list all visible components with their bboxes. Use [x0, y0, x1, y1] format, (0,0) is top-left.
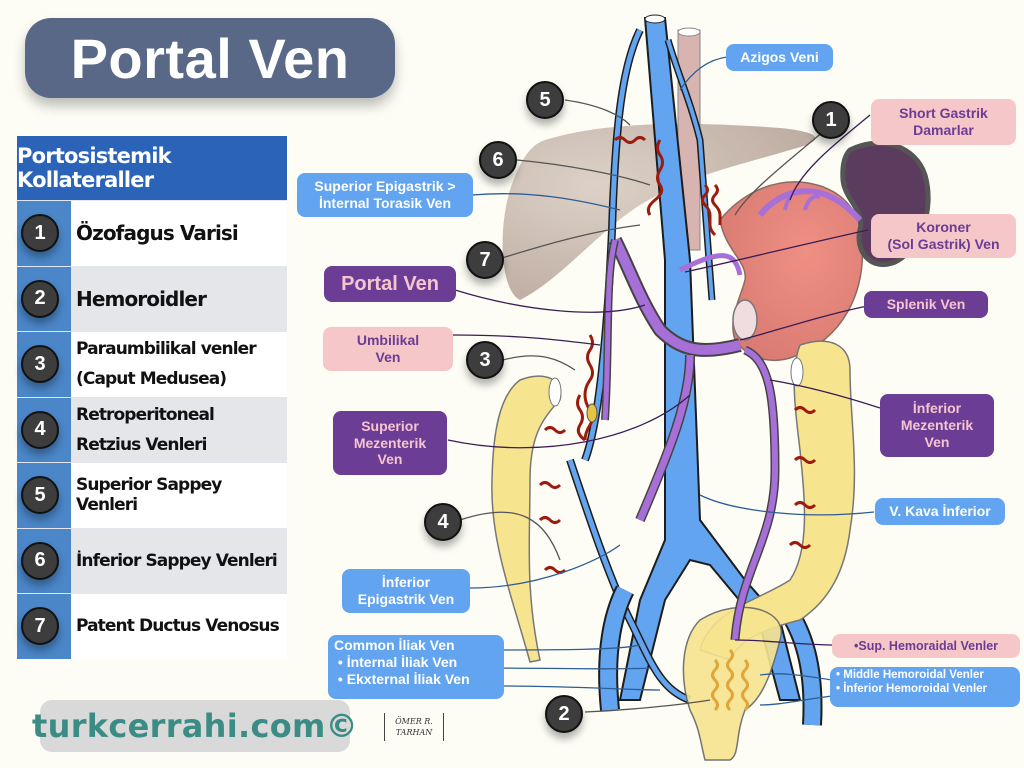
number-badge: 7	[21, 607, 59, 645]
legend-label: Hemoroidler	[71, 266, 287, 331]
diagram-badge-4: 4	[424, 503, 462, 541]
label-sup-hemoroidal-venler: • Sup. Hemoraidal Venler	[832, 634, 1020, 658]
number-badge: 4	[21, 410, 59, 449]
number-badge: 5	[21, 476, 59, 514]
website-watermark: turkcerrahi.com©	[32, 700, 358, 752]
number-badge: 2	[21, 279, 59, 318]
legend-row: 6 İnferior Sappey Venleri	[17, 527, 287, 593]
legend-label-line: Paraumbilikal venler	[76, 339, 257, 360]
label-superior-epigastrik: Superior Epigastrik >İnternal Torasik Ve…	[297, 173, 473, 217]
collateral-vessels	[538, 136, 817, 574]
diagram-badge-3: 3	[466, 341, 504, 379]
diagram-badge-7: 7	[466, 241, 504, 279]
legend-row: 7 Patent Ductus Venosus	[17, 593, 287, 659]
legend-row: 1 Özofagus Varisi	[17, 200, 287, 266]
label-common-iliak: Common İliak Ven	[334, 637, 455, 653]
label-koroner-ven: Koroner(Sol Gastrik) Ven	[871, 214, 1016, 258]
diagram-badge-1: 1	[812, 101, 850, 139]
label-external-iliak: • Ekxternal İliak Ven	[334, 670, 470, 687]
legend-header: Portosistemik Kollateraller	[17, 136, 287, 200]
hemorrhoidal-vessels	[711, 648, 749, 712]
stomach-pylorus	[732, 299, 758, 341]
coronary-vein	[678, 253, 743, 276]
label-iliak-venler: Common İliak Ven • İnternal İliak Ven • …	[328, 635, 504, 699]
label-middle-hemoroidal: • Middle Hemoroidal Venler	[836, 669, 984, 681]
label-inferior-hemoroidal: • İnferior Hemoroidal Venler	[836, 682, 988, 695]
legend-label-line: Retroperitoneal	[76, 404, 215, 425]
legend-row: 2 Hemoroidler	[17, 265, 287, 331]
legend-label: Patent Ductus Venosus	[71, 594, 287, 659]
diagram-badge-2: 2	[545, 695, 583, 733]
legend-row: 3 Paraumbilikal venler (Caput Medusea)	[17, 331, 287, 397]
legend-label-line: (Caput Medusea)	[76, 369, 227, 390]
label-azigos-veni: Azigos Veni	[726, 44, 833, 71]
diagram-badge-6: 6	[479, 141, 517, 179]
page-title: Portal Ven	[70, 26, 350, 90]
number-badge: 6	[21, 541, 59, 580]
author-signature: ÖMER R. TARHAN	[384, 713, 444, 741]
label-hemoroidal-venler: • Middle Hemoroidal Venler • İnferior He…	[830, 667, 1020, 707]
legend-row: 5 Superior Sappey Venleri	[17, 462, 287, 528]
short-gastric-vessels	[757, 188, 863, 222]
collateral-legend: Portosistemik Kollateraller 1 Özofagus V…	[17, 136, 287, 659]
leader-lines	[447, 56, 883, 713]
legend-label: İnferior Sappey Venleri	[71, 528, 287, 593]
label-splenik-ven: Splenik Ven	[864, 291, 988, 318]
label-vena-kava-inferior: V. Kava İnferior	[875, 498, 1005, 525]
legend-label: Paraumbilikal venler (Caput Medusea)	[71, 332, 287, 397]
title-banner: Portal Ven	[25, 18, 395, 98]
vena-cava-inferior	[618, 17, 802, 701]
umbilicus	[586, 403, 598, 423]
label-portal-ven: Portal Ven	[324, 266, 456, 302]
legend-label-line: Retzius Venleri	[76, 434, 207, 455]
rectum	[682, 606, 783, 761]
label-internal-iliak: • İnternal İliak Ven	[334, 653, 458, 670]
number-badge: 3	[21, 345, 59, 383]
number-badge: 1	[21, 214, 59, 252]
legend-label: Özofagus Varisi	[71, 201, 287, 266]
legend-label: Superior Sappey Venleri	[71, 463, 287, 528]
diagram-badge-5: 5	[526, 81, 564, 119]
